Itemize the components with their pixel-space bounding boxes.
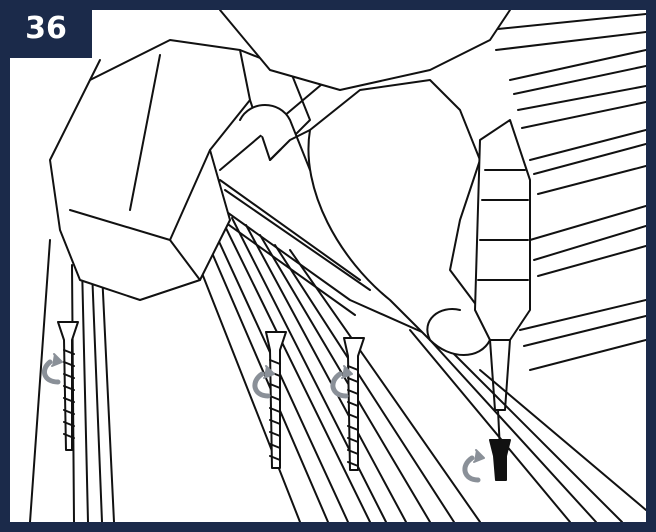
drill-icon	[50, 40, 310, 300]
assembly-illustration	[10, 10, 646, 522]
screw-icon	[490, 440, 510, 480]
screwdriver-icon	[475, 120, 530, 450]
step-number-badge: 36	[0, 0, 92, 58]
rotation-arrow-icon	[44, 354, 62, 382]
rotation-arrow-icon	[465, 450, 484, 480]
screw-icon	[58, 322, 78, 450]
profile-right	[410, 330, 646, 522]
